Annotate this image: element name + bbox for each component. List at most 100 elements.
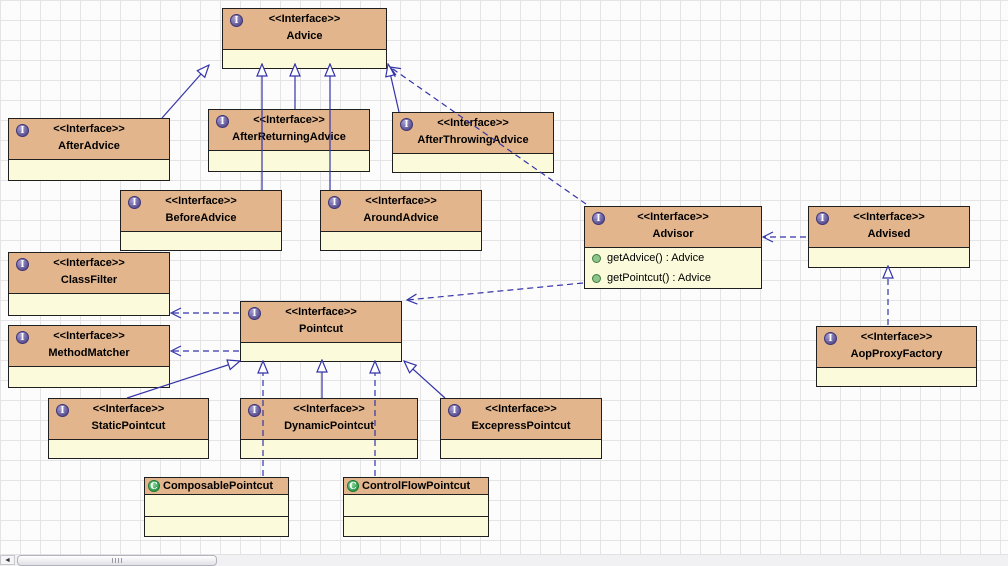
- class-box-control-flow-pointcut[interactable]: C ControlFlowPointcut: [343, 477, 489, 537]
- stereotype-label: <<Interface>>: [293, 403, 365, 415]
- attributes-compartment: [49, 440, 208, 458]
- interface-icon: I: [824, 332, 837, 345]
- class-box-before-advice[interactable]: I <<Interface>> BeforeAdvice: [120, 190, 282, 251]
- scroll-left-button[interactable]: ◄: [0, 555, 15, 565]
- class-name: ComposablePointcut: [163, 480, 274, 492]
- attributes-compartment: [241, 343, 401, 361]
- class-name: BeforeAdvice: [165, 212, 237, 224]
- class-box-around-advice[interactable]: I <<Interface>> AroundAdvice: [320, 190, 482, 251]
- edge-afteradvice-advice[interactable]: [161, 65, 209, 119]
- class-box-excepress-pointcut[interactable]: I <<Interface>> ExcepressPointcut: [440, 398, 602, 459]
- edge-advisor-pointcut[interactable]: [407, 282, 584, 300]
- stereotype-label: <<Interface>>: [860, 331, 933, 343]
- class-box-after-returning-advice[interactable]: I <<Interface>> AfterReturningAdvice: [208, 109, 370, 172]
- class-name: Advised: [867, 228, 911, 240]
- class-box-after-throwing-advice[interactable]: I <<Interface>> AfterThrowingAdvice: [392, 112, 554, 173]
- class-box-after-advice[interactable]: I <<Interface>> AfterAdvice: [8, 118, 170, 181]
- operations-compartment: getAdvice() : Advice getPointcut() : Adv…: [585, 248, 761, 288]
- class-name: AroundAdvice: [363, 212, 439, 224]
- class-name: ClassFilter: [60, 274, 118, 286]
- stereotype-label: <<Interface>>: [92, 403, 165, 415]
- interface-icon: I: [230, 14, 243, 27]
- left-arrow-icon: ◄: [4, 557, 11, 564]
- interface-icon: I: [592, 212, 605, 225]
- interface-icon: I: [448, 404, 461, 417]
- class-name: AfterThrowingAdvice: [417, 134, 529, 146]
- class-box-aop-proxy-factory[interactable]: I <<Interface>> AopProxyFactory: [816, 326, 977, 387]
- interface-icon: I: [248, 307, 261, 320]
- attributes-compartment: [9, 367, 169, 387]
- interface-icon: I: [216, 115, 229, 128]
- stereotype-label: <<Interface>>: [53, 330, 125, 342]
- class-name: AopProxyFactory: [850, 348, 943, 360]
- stereotype-label: <<Interface>>: [53, 257, 125, 269]
- interface-icon: I: [400, 118, 413, 131]
- class-box-dynamic-pointcut[interactable]: I <<Interface>> DynamicPointcut: [240, 398, 418, 459]
- stereotype-label: <<Interface>>: [637, 211, 709, 223]
- interface-icon: I: [328, 196, 341, 209]
- class-name: ControlFlowPointcut: [362, 480, 471, 492]
- interface-icon: I: [16, 124, 29, 137]
- class-name: Pointcut: [299, 323, 343, 335]
- interface-icon: I: [16, 331, 29, 344]
- attributes-compartment: [9, 294, 169, 315]
- stereotype-label: <<Interface>>: [437, 117, 509, 129]
- edge-afterthrowingadvice-advice[interactable]: [388, 64, 400, 113]
- class-box-static-pointcut[interactable]: I <<Interface>> StaticPointcut: [48, 398, 209, 459]
- class-box-class-filter[interactable]: I <<Interface>> ClassFilter: [8, 252, 170, 316]
- stereotype-label: <<Interface>>: [365, 195, 437, 207]
- interface-icon: I: [56, 404, 69, 417]
- attributes-compartment: [321, 232, 481, 250]
- class-name: Advice: [286, 30, 323, 42]
- method-row[interactable]: getPointcut() : Advice: [585, 268, 761, 288]
- class-name: StaticPointcut: [91, 420, 166, 432]
- class-box-method-matcher[interactable]: I <<Interface>> MethodMatcher: [8, 325, 170, 388]
- class-box-composable-pointcut[interactable]: C ComposablePointcut: [144, 477, 289, 537]
- interface-icon: I: [16, 258, 29, 271]
- class-name: ExcepressPointcut: [471, 420, 571, 432]
- class-name: AfterAdvice: [58, 140, 120, 152]
- method-label: getPointcut() : Advice: [607, 272, 711, 284]
- attributes-compartment: [145, 495, 288, 516]
- class-name: MethodMatcher: [48, 347, 130, 359]
- class-box-pointcut[interactable]: I <<Interface>> Pointcut: [240, 301, 402, 362]
- operations-compartment: [145, 516, 288, 536]
- stereotype-label: <<Interface>>: [268, 13, 341, 25]
- horizontal-scrollbar[interactable]: ◄: [0, 554, 1008, 566]
- attributes-compartment: [223, 50, 386, 68]
- attributes-compartment: [209, 151, 369, 171]
- stereotype-label: <<Interface>>: [285, 306, 357, 318]
- attributes-compartment: [817, 368, 976, 386]
- attributes-compartment: [121, 232, 281, 250]
- class-name: Advisor: [652, 228, 694, 240]
- attributes-compartment: [441, 440, 601, 458]
- attributes-compartment: [393, 154, 553, 172]
- edge-excepresspointcut-pointcut[interactable]: [404, 361, 446, 399]
- attributes-compartment: [344, 495, 488, 516]
- class-name: AfterReturningAdvice: [232, 131, 346, 143]
- method-row[interactable]: getAdvice() : Advice: [585, 248, 761, 268]
- scrollbar-thumb[interactable]: [17, 555, 217, 566]
- interface-icon: I: [816, 212, 829, 225]
- interface-icon: I: [128, 196, 141, 209]
- attributes-compartment: [9, 160, 169, 180]
- stereotype-label: <<Interface>>: [53, 123, 125, 135]
- interface-icon: I: [248, 404, 261, 417]
- class-name: DynamicPointcut: [284, 420, 374, 432]
- class-box-advisor[interactable]: I <<Interface>> Advisor getAdvice() : Ad…: [584, 206, 762, 289]
- public-method-icon: [592, 253, 601, 263]
- attributes-compartment: [809, 248, 969, 267]
- stereotype-label: <<Interface>>: [853, 211, 925, 223]
- stereotype-label: <<Interface>>: [165, 195, 237, 207]
- operations-compartment: [344, 516, 488, 536]
- stereotype-label: <<Interface>>: [485, 403, 557, 415]
- method-label: getAdvice() : Advice: [607, 252, 705, 264]
- class-icon: C: [148, 480, 160, 492]
- stereotype-label: <<Interface>>: [253, 114, 325, 126]
- thumb-grip-icon: [112, 558, 122, 563]
- class-box-advised[interactable]: I <<Interface>> Advised: [808, 206, 970, 268]
- public-method-icon: [592, 273, 601, 283]
- class-icon: C: [347, 480, 359, 492]
- class-box-advice[interactable]: I <<Interface>> Advice: [222, 8, 387, 69]
